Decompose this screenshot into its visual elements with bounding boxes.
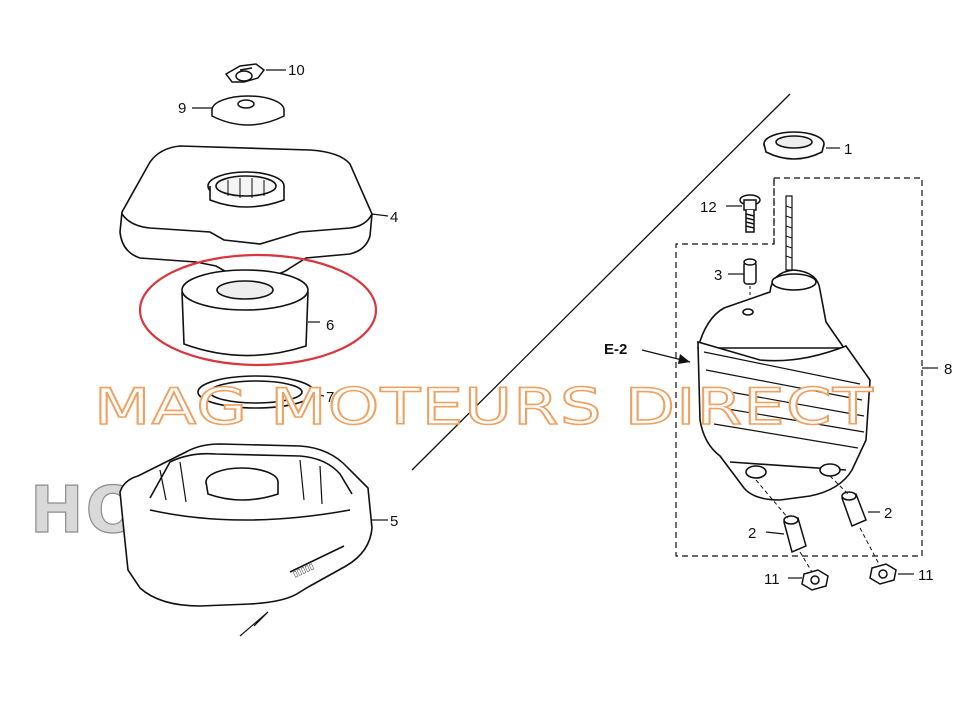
assembly-divider-line (411, 93, 791, 471)
callout-e2: E-2 (604, 341, 627, 358)
part-1-seal-ring (763, 131, 825, 160)
part-12-bolt (739, 194, 761, 233)
highlight-ellipse (138, 253, 378, 367)
callout-10: 10 (288, 62, 305, 79)
part-2-sleeve-right (841, 491, 867, 528)
callout-2-right: 2 (884, 505, 892, 522)
watermark-text: MAG MOTEURS DIRECT (94, 378, 874, 436)
callout-11-right: 11 (918, 567, 934, 584)
callout-4: 4 (390, 209, 398, 226)
callout-12: 12 (700, 199, 717, 216)
callout-11-left: 11 (764, 571, 780, 588)
callout-5: 5 (390, 513, 398, 530)
part-6-filter-element (181, 269, 309, 357)
callout-2-left: 2 (748, 525, 756, 542)
part-4-cover (119, 145, 373, 277)
part-11-nut-left (801, 569, 829, 591)
part-8-tank (696, 195, 871, 501)
part-2-sleeve-left (783, 515, 807, 554)
part-11-nut-right (869, 563, 897, 585)
part-7-gasket (197, 375, 315, 409)
callout-1: 1 (844, 141, 852, 158)
callout-8: 8 (944, 361, 952, 378)
part-3-collar (743, 258, 757, 285)
part-5-case: ▯▯▯▯▯ (119, 443, 373, 607)
part-9-washer (211, 95, 285, 126)
callout-6: 6 (326, 317, 334, 334)
callout-7: 7 (326, 389, 334, 406)
callout-9: 9 (178, 100, 186, 117)
part-10-wing-nut (224, 63, 266, 83)
callout-3: 3 (714, 267, 722, 284)
